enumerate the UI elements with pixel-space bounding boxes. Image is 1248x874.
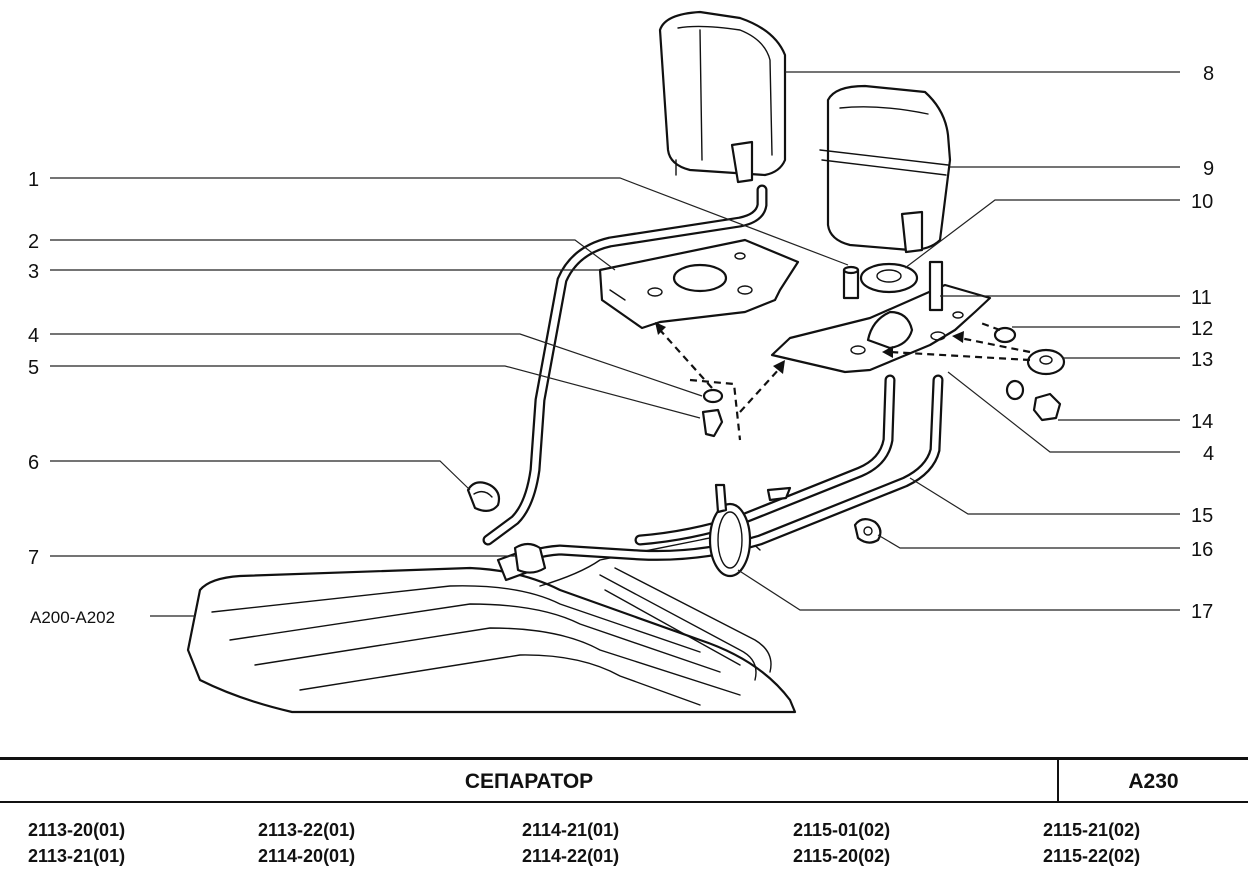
callout-7: 7	[28, 547, 39, 569]
model-column: 2115-21(02) 2115-22(02)	[1043, 817, 1140, 869]
callout-12: 12	[1191, 318, 1213, 340]
model-item: 2113-22(01)	[258, 820, 356, 840]
hose-clamp	[708, 483, 792, 578]
model-item: 2115-21(02)	[1043, 820, 1141, 840]
model-item: 2113-20(01)	[28, 820, 126, 840]
callout-16: 16	[1191, 539, 1213, 561]
callout-15: 15	[1191, 505, 1213, 527]
callout-8: 8	[1203, 63, 1214, 85]
model-item: 2115-20(02)	[793, 846, 891, 866]
model-list: 2113-20(01) 2113-21(01) 2113-22(01) 2114…	[0, 813, 1248, 871]
callout-3: 3	[28, 261, 39, 283]
bracket-upper	[598, 238, 800, 330]
bracket-lower	[770, 283, 992, 374]
leader-lines	[50, 71, 1180, 617]
separator-tank-8	[658, 10, 787, 184]
separator-tank-9	[819, 84, 952, 254]
callout-6: 6	[28, 452, 39, 474]
fuel-tank-drawing	[186, 535, 797, 714]
small-parts	[701, 260, 1066, 438]
clip-6	[466, 481, 501, 512]
parts-diagram: 1 2 3 4 5 6 7 А200-А202 8 9 10 11 12 13 …	[28, 10, 1214, 714]
callout-5: 5	[28, 357, 39, 379]
callout-9: 9	[1203, 158, 1214, 180]
model-column: 2114-21(01) 2114-22(01)	[522, 817, 619, 869]
callout-11: 11	[1191, 287, 1212, 309]
callout-1: 1	[28, 169, 39, 191]
model-item: 2113-21(01)	[28, 846, 126, 866]
callout-4-right: 4	[1203, 443, 1214, 465]
assembly-arrows	[655, 320, 1031, 441]
model-item: 2114-21(01)	[522, 820, 620, 840]
model-column: 2113-20(01) 2113-21(01)	[28, 817, 125, 869]
model-item: 2115-01(02)	[793, 820, 891, 840]
title-divider	[1057, 760, 1059, 803]
callout-4-left: 4	[28, 325, 39, 347]
callout-13: 13	[1191, 349, 1213, 371]
vent-hose	[482, 184, 768, 546]
model-item: 2114-22(01)	[522, 846, 620, 866]
callout-labels: 1 2 3 4 5 6 7 А200-А202 8 9 10 11 12 13 …	[28, 63, 1214, 627]
reference-label: А200-А202	[30, 608, 115, 627]
callout-2: 2	[28, 231, 39, 253]
clip-16	[853, 518, 882, 544]
model-column: 2113-22(01) 2114-20(01)	[258, 817, 355, 869]
model-column: 2115-01(02) 2115-20(02)	[793, 817, 890, 869]
callout-14: 14	[1191, 411, 1213, 433]
section-code: А230	[1128, 770, 1179, 793]
callout-10: 10	[1191, 191, 1213, 213]
model-item: 2114-20(01)	[258, 846, 356, 866]
callout-17: 17	[1191, 601, 1213, 623]
model-item: 2115-22(02)	[1043, 846, 1141, 866]
page-title: СЕПАРАТОР	[464, 770, 594, 793]
title-bar: СЕПАРАТОР А230	[0, 757, 1248, 803]
